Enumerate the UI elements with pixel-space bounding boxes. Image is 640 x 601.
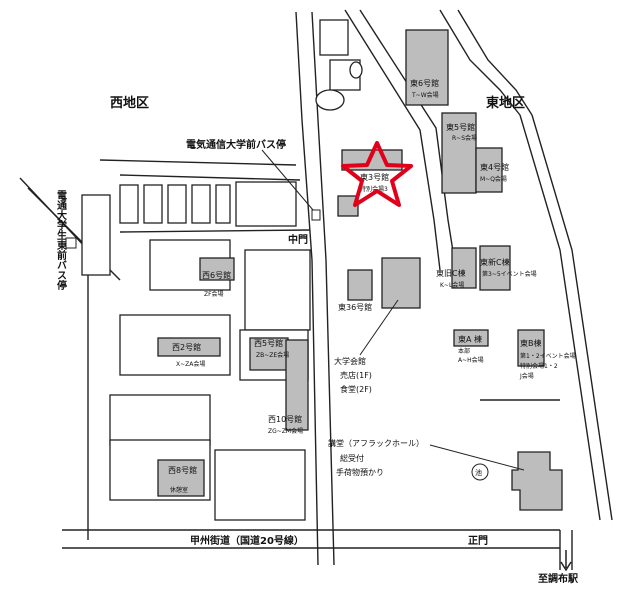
star-icon bbox=[341, 141, 413, 207]
gate-labels: 中門 正門 甲州街道（国道20号線） 至調布駅 bbox=[190, 233, 579, 585]
pond-icon bbox=[471, 463, 489, 481]
roundabout bbox=[315, 61, 363, 111]
svg-text:大学会館: 大学会館 bbox=[334, 356, 366, 366]
svg-text:第3~5イベント会場: 第3~5イベント会場 bbox=[482, 270, 537, 278]
bld-e36 bbox=[347, 269, 373, 301]
svg-text:ZG~ZM会場: ZG~ZM会場 bbox=[268, 427, 303, 435]
area-labels: 西地区 東地区 bbox=[110, 95, 525, 111]
svg-text:売店(1F): 売店(1F) bbox=[340, 370, 372, 380]
bld-ea bbox=[453, 329, 489, 347]
road-label: 甲州街道（国道20号線） bbox=[190, 534, 304, 547]
svg-text:A~H会場: A~H会場 bbox=[458, 356, 484, 364]
bld-e5 bbox=[441, 112, 477, 194]
svg-text:ZF会場: ZF会場 bbox=[204, 290, 224, 298]
svg-text:東A 棟: 東A 棟 bbox=[458, 334, 482, 344]
bld-e6 bbox=[405, 29, 449, 106]
svg-text:休憩室: 休憩室 bbox=[170, 486, 188, 494]
bus-stop-icon bbox=[311, 209, 321, 221]
bld-w6 bbox=[199, 257, 235, 281]
svg-text:手荷物預かり: 手荷物預かり bbox=[336, 467, 384, 477]
svg-text:東4号館: 東4号館 bbox=[480, 162, 509, 172]
svg-text:東B棟: 東B棟 bbox=[520, 338, 542, 348]
svg-text:本部: 本部 bbox=[458, 347, 470, 355]
svg-text:特別会場3: 特別会場3 bbox=[360, 185, 388, 193]
area-east-label: 東地区 bbox=[486, 95, 525, 111]
bld-w10 bbox=[285, 339, 309, 431]
svg-text:西6号館: 西6号館 bbox=[202, 270, 231, 280]
bld-e-old-c bbox=[451, 247, 477, 289]
svg-text:西2号館: 西2号館 bbox=[172, 342, 201, 352]
direction-label: 至調布駅 bbox=[538, 572, 579, 585]
svg-text:東6号館: 東6号館 bbox=[410, 78, 439, 88]
svg-text:J会場: J会場 bbox=[519, 372, 534, 380]
road-network bbox=[19, 9, 613, 570]
bld-eb bbox=[517, 329, 545, 367]
bld-w5 bbox=[249, 337, 289, 371]
bld-w8 bbox=[157, 459, 205, 497]
svg-text:T~W会場: T~W会場 bbox=[411, 91, 439, 99]
gray-buildings bbox=[157, 29, 563, 511]
gate-main: 正門 bbox=[468, 535, 488, 547]
svg-text:ZB~ZE会場: ZB~ZE会場 bbox=[256, 351, 289, 359]
pond-label: 池 bbox=[475, 468, 482, 477]
svg-text:特別会場1・2: 特別会場1・2 bbox=[520, 362, 558, 370]
bld-w2 bbox=[157, 337, 221, 357]
bus-stop-front: 電気通信大学前バス停 bbox=[186, 138, 286, 151]
svg-text:講堂（アフラックホール）: 講堂（アフラックホール） bbox=[328, 438, 424, 448]
bld-hall bbox=[381, 257, 421, 309]
svg-text:M~Q会場: M~Q会場 bbox=[480, 175, 507, 183]
svg-text:R~S会場: R~S会場 bbox=[452, 134, 477, 142]
svg-text:東旧C棟: 東旧C棟 bbox=[436, 268, 466, 278]
bld-auditorium bbox=[511, 451, 563, 511]
svg-text:東新C棟: 東新C棟 bbox=[480, 257, 510, 267]
bus-stop-icon bbox=[65, 237, 77, 249]
svg-text:西5号館: 西5号館 bbox=[254, 338, 283, 348]
building-labels: 東6号館 T~W会場 東5号館 R~S会場 東4号館 M~Q会場 東3号館 特別… bbox=[168, 78, 576, 494]
svg-text:東36号館: 東36号館 bbox=[338, 302, 372, 312]
svg-text:東5号館: 東5号館 bbox=[446, 122, 475, 132]
bld-e-new-c bbox=[479, 245, 511, 291]
svg-text:X~ZA会場: X~ZA会場 bbox=[176, 360, 205, 368]
svg-text:総受付: 総受付 bbox=[340, 453, 364, 463]
svg-text:西10号館: 西10号館 bbox=[268, 414, 302, 424]
svg-text:食堂(2F): 食堂(2F) bbox=[340, 384, 372, 394]
area-west-label: 西地区 bbox=[110, 95, 149, 111]
svg-text:第1・2イベント会場: 第1・2イベント会場 bbox=[520, 352, 576, 360]
bld-e3 bbox=[337, 195, 359, 217]
svg-text:東3号館: 東3号館 bbox=[360, 172, 389, 182]
gate-middle: 中門 bbox=[288, 233, 308, 246]
arrow-down-icon bbox=[560, 550, 572, 572]
svg-text:K~L会場: K~L会場 bbox=[440, 281, 464, 289]
bus-stop-labels: 電気通信大学前バス停 電通大学生東前バス停 bbox=[55, 138, 321, 291]
bus-stop-east-front: 電通大学生東前バス停 bbox=[55, 190, 67, 291]
svg-text:西8号館: 西8号館 bbox=[168, 465, 197, 475]
bld-e4 bbox=[475, 147, 503, 193]
